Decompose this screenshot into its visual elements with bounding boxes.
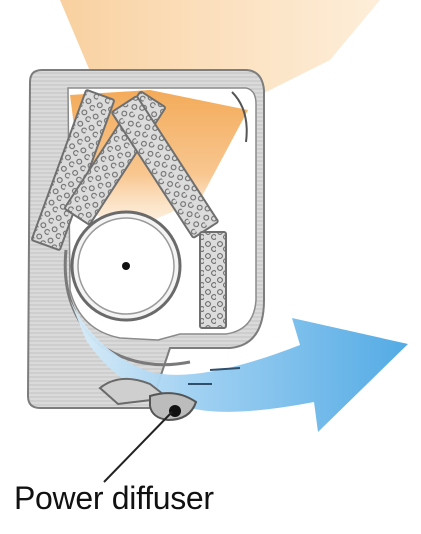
power-diffuser	[150, 393, 196, 420]
heat-exchanger-block-right	[200, 232, 226, 328]
power-diffuser-pivot	[169, 405, 181, 417]
power-diffuser-label: Power diffuser	[14, 482, 214, 514]
callout-leader-line	[104, 412, 172, 482]
cross-flow-fan-icon	[72, 212, 180, 320]
